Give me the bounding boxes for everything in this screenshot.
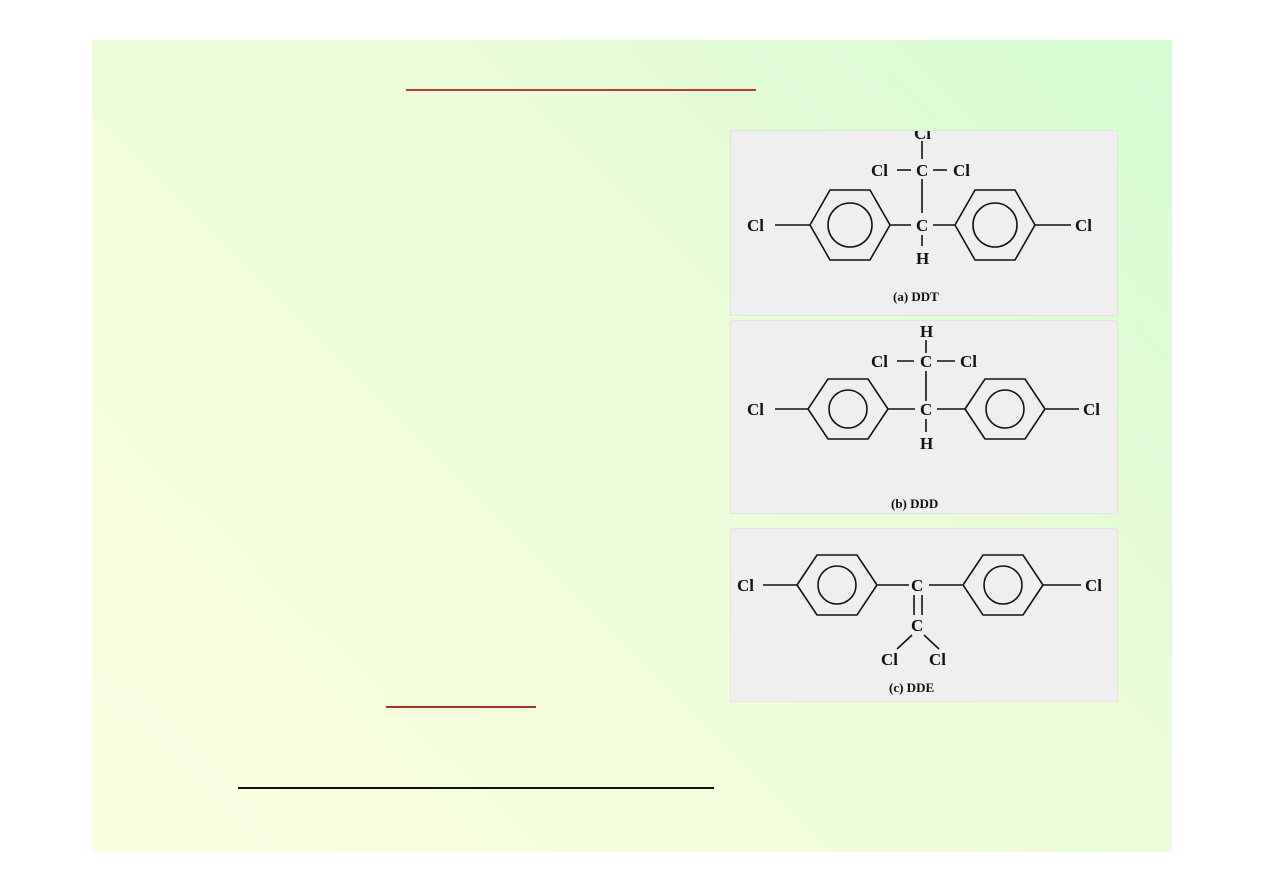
dde-caption: (c) DDE — [889, 680, 934, 695]
aromatic-circle — [983, 565, 1023, 605]
atom-h: H — [920, 434, 933, 453]
bond — [923, 634, 940, 650]
ddd-structure-panel: H Cl C Cl C H Cl Cl (b) DDD — [730, 320, 1118, 514]
benzene-ring — [796, 554, 878, 616]
atom-h: H — [916, 249, 929, 268]
atom-cl: Cl — [871, 352, 888, 371]
benzene-ring — [809, 189, 891, 261]
slide: Cl Cl C Cl C H Cl Cl (a) DDT — [92, 40, 1172, 852]
dde-structure-panel: Cl C Cl C Cl Cl (c) DDE — [730, 528, 1118, 702]
ddd-caption: (b) DDD — [891, 496, 938, 511]
aromatic-circle — [985, 389, 1025, 429]
atom-h: H — [920, 322, 933, 341]
atom-cl: Cl — [747, 400, 764, 419]
atom-cl: Cl — [960, 352, 977, 371]
atom-c: C — [920, 400, 932, 419]
dde-structure-diagram: Cl C Cl C Cl Cl (c) DDE — [737, 554, 1102, 695]
atom-cl: Cl — [747, 216, 764, 235]
ddt-structure-panel: Cl Cl C Cl C H Cl Cl (a) DDT — [730, 130, 1118, 316]
atom-c: C — [916, 216, 928, 235]
footer-underline — [238, 787, 714, 789]
benzene-ring — [954, 189, 1036, 261]
aromatic-circle — [827, 202, 873, 248]
ddt-structure-diagram: Cl Cl C Cl C H Cl Cl (a) DDT — [747, 131, 1092, 304]
atom-cl: Cl — [881, 650, 898, 669]
atom-c: C — [911, 576, 923, 595]
atom-cl: Cl — [914, 131, 931, 143]
bond — [896, 634, 913, 650]
benzene-ring — [962, 554, 1044, 616]
atom-c: C — [916, 161, 928, 180]
aromatic-circle — [972, 202, 1018, 248]
text-underline — [386, 706, 536, 708]
benzene-ring — [807, 378, 889, 440]
ddd-structure-diagram: H Cl C Cl C H Cl Cl (b) DDD — [747, 322, 1100, 511]
atom-c: C — [920, 352, 932, 371]
aromatic-circle — [817, 565, 857, 605]
title-underline — [406, 89, 756, 91]
atom-cl: Cl — [953, 161, 970, 180]
atom-cl: Cl — [1083, 400, 1100, 419]
atom-cl: Cl — [1085, 576, 1102, 595]
atom-cl: Cl — [1075, 216, 1092, 235]
ddt-caption: (a) DDT — [893, 289, 939, 304]
benzene-ring — [964, 378, 1046, 440]
aromatic-circle — [828, 389, 868, 429]
atom-cl: Cl — [871, 161, 888, 180]
atom-c: C — [911, 616, 923, 635]
atom-cl: Cl — [929, 650, 946, 669]
atom-cl: Cl — [737, 576, 754, 595]
